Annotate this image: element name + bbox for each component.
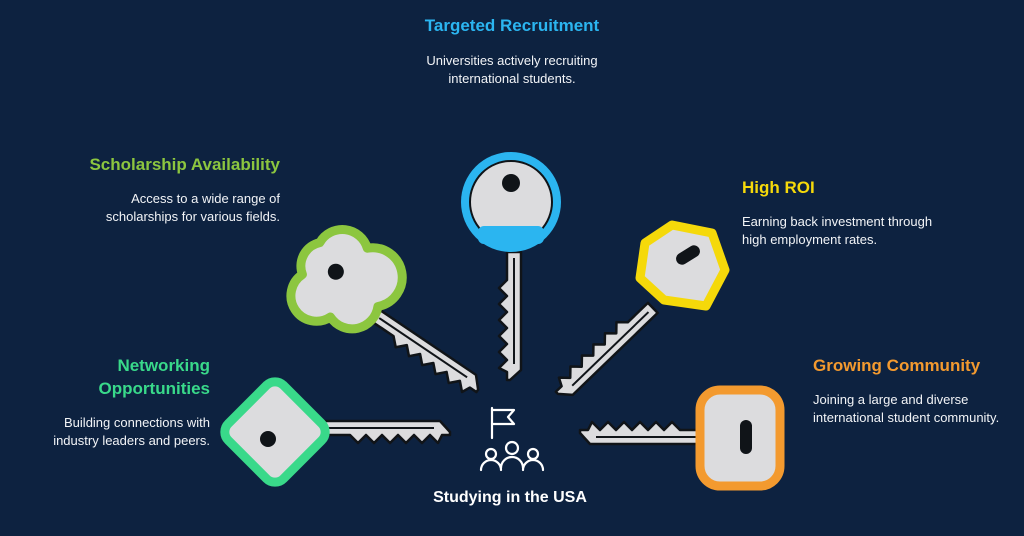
center-label: Studying in the USA — [433, 489, 587, 506]
benefit-scholarship-availability: Scholarship Availability Access to a wid… — [80, 153, 280, 226]
benefit-growing-community: Growing Community Joining a large and di… — [813, 354, 1013, 427]
benefit-title: Scholarship Availability — [89, 155, 280, 174]
key-networking-opportunities — [220, 377, 452, 487]
key-growing-community — [578, 385, 785, 491]
benefit-title: High ROI — [742, 178, 815, 197]
benefit-description: Earning back investment through high emp… — [742, 214, 933, 247]
benefit-title: Networking Opportunities — [98, 356, 210, 398]
key-targeted-recruitment — [461, 152, 561, 382]
key-high-roi — [549, 220, 730, 404]
benefit-description: Access to a wide range of scholarships f… — [105, 191, 280, 224]
key-scholarship-availability — [286, 225, 486, 400]
benefit-title: Targeted Recruitment — [424, 16, 600, 35]
benefit-high-roi: High ROI Earning back investment through… — [742, 176, 942, 249]
benefit-description: Universities actively recruiting interna… — [426, 53, 598, 86]
flag-people-icon — [479, 406, 545, 472]
benefit-targeted-recruitment: Targeted Recruitment Universities active… — [412, 14, 612, 88]
benefit-title: Growing Community — [813, 356, 981, 375]
benefit-networking-opportunities: Networking Opportunities Building connec… — [40, 354, 210, 450]
benefit-description: Building connections with industry leade… — [53, 415, 210, 448]
benefit-description: Joining a large and diverse internationa… — [813, 392, 1000, 425]
